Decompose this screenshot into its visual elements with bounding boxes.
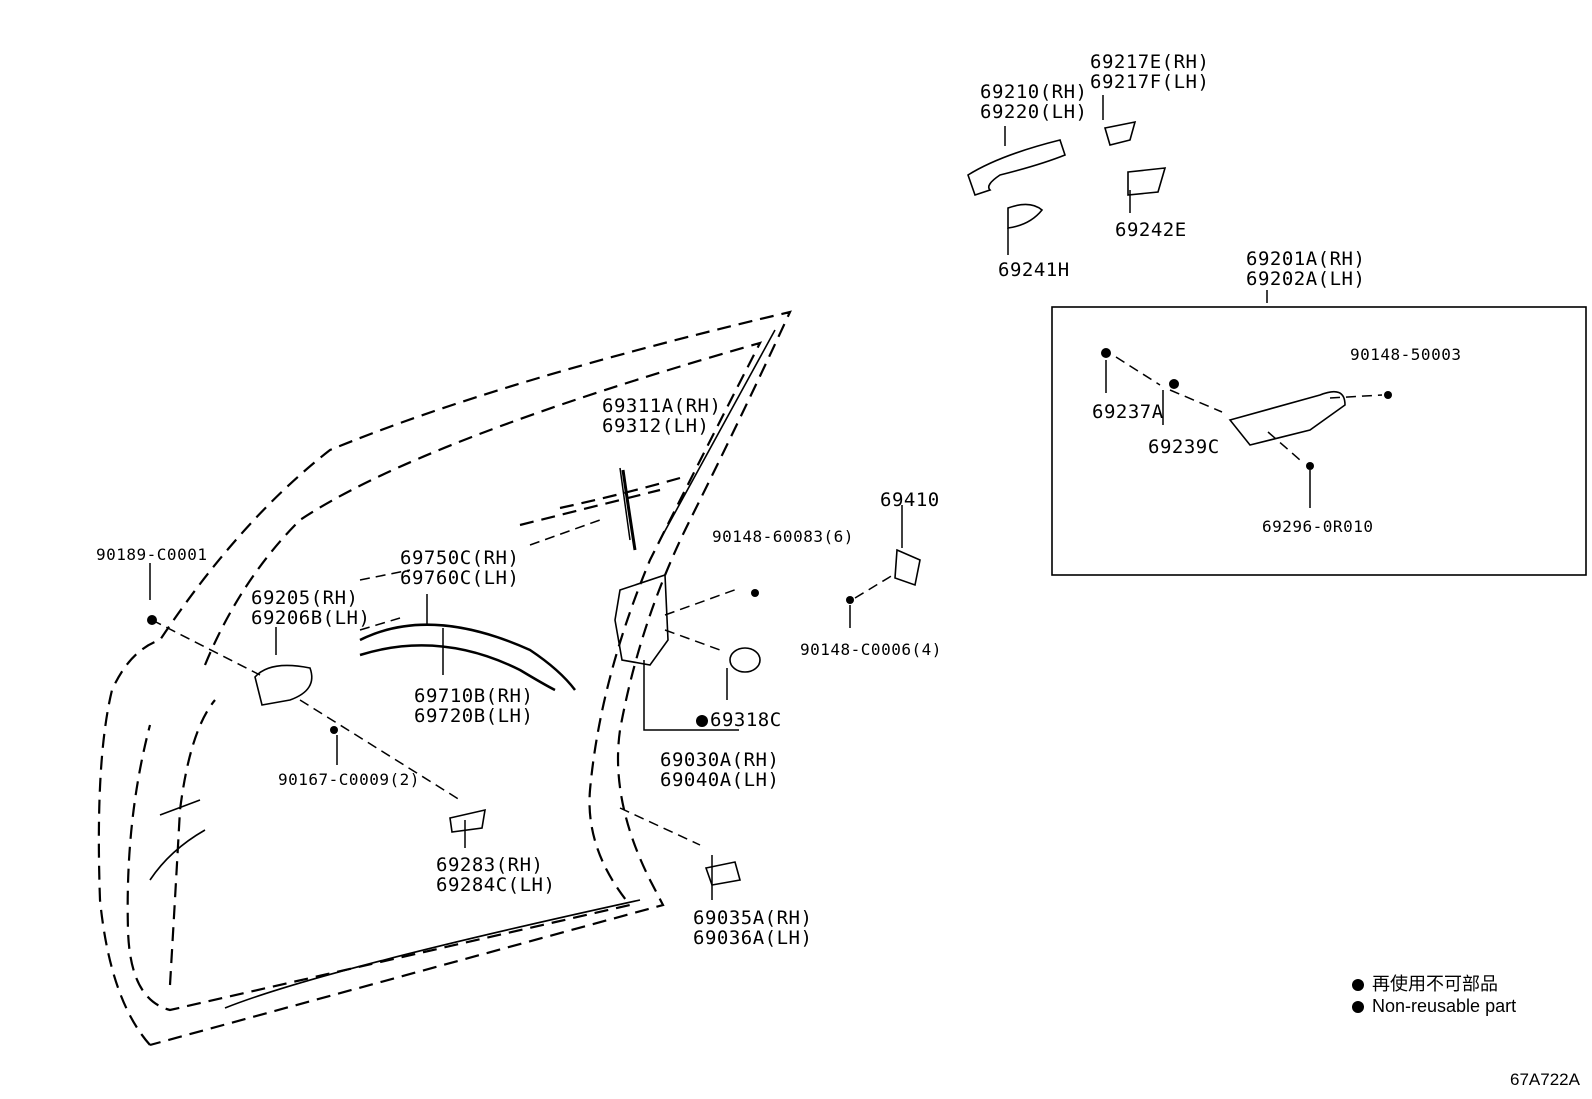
label-69210: 69210(RH) 69220(LH)	[980, 82, 1087, 122]
diagram-code: 67A722A	[1510, 1070, 1580, 1089]
label-69710: 69710B(RH) 69720B(LH)	[414, 686, 533, 726]
label-69311: 69311A(RH) 69312(LH)	[602, 396, 721, 436]
label-69311-lh: 69312(LH)	[602, 415, 710, 437]
label-69030-rh: 69030A(RH)	[660, 749, 780, 771]
label-69710-rh: 69710B(RH)	[414, 685, 534, 707]
label-90148-C0006: 90148-C0006(4)	[800, 640, 942, 659]
label-69311-rh: 69311A(RH)	[602, 395, 722, 417]
label-90148-60083: 90148-60083(6)	[712, 527, 854, 546]
label-69750: 69750C(RH) 69760C(LH)	[400, 548, 519, 588]
label-69201-lh: 69202A(LH)	[1246, 268, 1366, 290]
label-69030: 69030A(RH) 69040A(LH)	[660, 750, 779, 790]
label-69241: 69241H	[998, 259, 1070, 281]
label-90167: 90167-C0009(2)	[278, 770, 420, 789]
label-69035-rh: 69035A(RH)	[693, 907, 813, 929]
label-69205-rh: 69205(RH)	[251, 587, 359, 609]
label-69217-lh: 69217F(LH)	[1090, 71, 1210, 93]
label-69201-rh: 69201A(RH)	[1246, 248, 1366, 270]
label-69217-rh: 69217E(RH)	[1090, 51, 1210, 73]
label-90189: 90189-C0001	[96, 545, 208, 564]
label-69242: 69242E	[1115, 219, 1187, 241]
legend-jp-text: 再使用不可部品	[1372, 974, 1498, 994]
label-69035: 69035A(RH) 69036A(LH)	[693, 908, 812, 948]
legend-jp: 再使用不可部品	[1352, 970, 1498, 996]
label-69030-lh: 69040A(LH)	[660, 769, 780, 791]
label-69205-lh: 69206B(LH)	[251, 607, 371, 629]
label-69217: 69217E(RH) 69217F(LH)	[1090, 52, 1209, 92]
legend-dot	[1352, 1001, 1364, 1013]
label-69750-lh: 69760C(LH)	[400, 567, 520, 589]
non-reusable-marker	[696, 715, 708, 727]
label-69318: 69318C	[696, 710, 782, 730]
label-69296: 69296-0R010	[1262, 517, 1374, 536]
legend-dot	[1352, 979, 1364, 991]
legend-en: Non-reusable part	[1352, 996, 1516, 1017]
label-90148-50003: 90148-50003	[1350, 345, 1462, 364]
label-69750-rh: 69750C(RH)	[400, 547, 520, 569]
label-69318-code: 69318C	[710, 709, 782, 731]
label-69410: 69410	[880, 489, 940, 511]
label-69283-rh: 69283(RH)	[436, 854, 544, 876]
label-69283: 69283(RH) 69284C(LH)	[436, 855, 555, 895]
legend-en-text: Non-reusable part	[1372, 996, 1517, 1016]
label-69210-lh: 69220(LH)	[980, 101, 1088, 123]
label-69239: 69239C	[1148, 436, 1220, 458]
label-69205: 69205(RH) 69206B(LH)	[251, 588, 370, 628]
label-69283-lh: 69284C(LH)	[436, 874, 556, 896]
label-69210-rh: 69210(RH)	[980, 81, 1088, 103]
label-69237: 69237A	[1092, 401, 1164, 423]
label-69035-lh: 69036A(LH)	[693, 927, 813, 949]
label-69201: 69201A(RH) 69202A(LH)	[1246, 249, 1365, 289]
label-69710-lh: 69720B(LH)	[414, 705, 534, 727]
